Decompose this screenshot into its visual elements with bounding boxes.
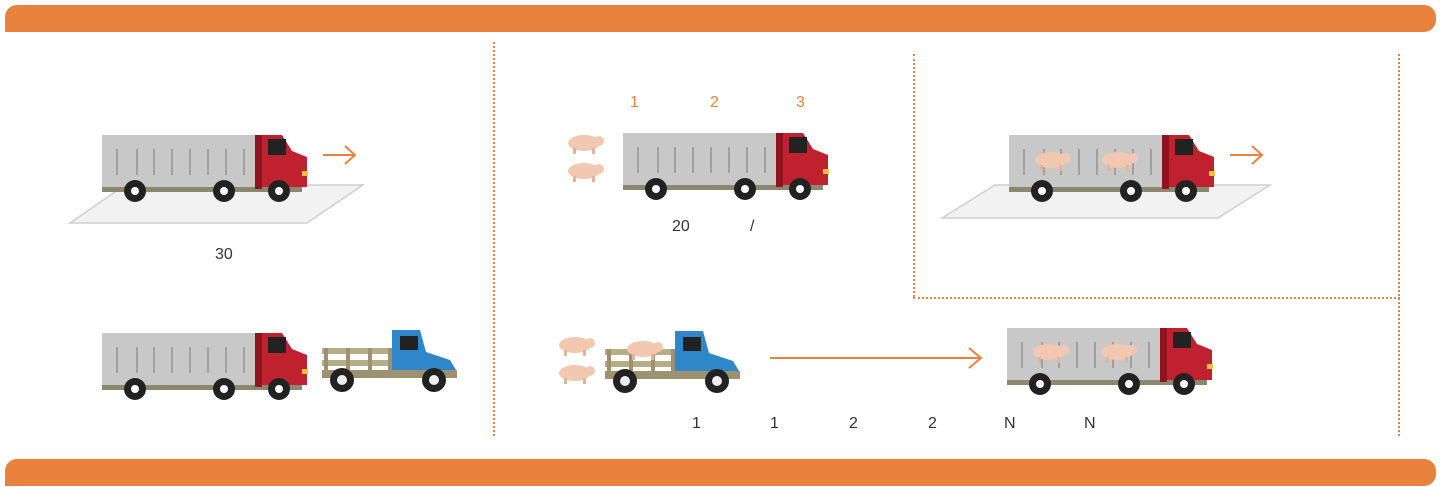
divider-inner [913, 54, 915, 297]
scale-value: 30 [215, 246, 233, 264]
count-value: 20 [672, 218, 690, 236]
step-1: 1 [630, 94, 639, 112]
sequence-nb: N [1084, 415, 1096, 433]
sequence-1a: 1 [692, 415, 701, 433]
sequence-2b: 2 [928, 415, 937, 433]
divider-horizontal [913, 297, 1400, 299]
step-3: 3 [796, 94, 805, 112]
count-separator: / [750, 218, 754, 236]
sequence-1b: 1 [770, 415, 779, 433]
truck-and-pickup [100, 330, 465, 400]
weighbridge-loaded-truck [940, 125, 1280, 225]
bottom-band [5, 459, 1436, 486]
sequence-na: N [1004, 415, 1016, 433]
divider-right [1398, 54, 1400, 436]
divider-left [493, 42, 495, 436]
top-band [5, 5, 1436, 32]
loading-pigs-truck [560, 128, 840, 208]
step-2: 2 [710, 94, 719, 112]
pickup-transfer-scene [555, 325, 1225, 405]
sequence-2a: 2 [849, 415, 858, 433]
weighbridge-empty-truck [35, 125, 375, 225]
